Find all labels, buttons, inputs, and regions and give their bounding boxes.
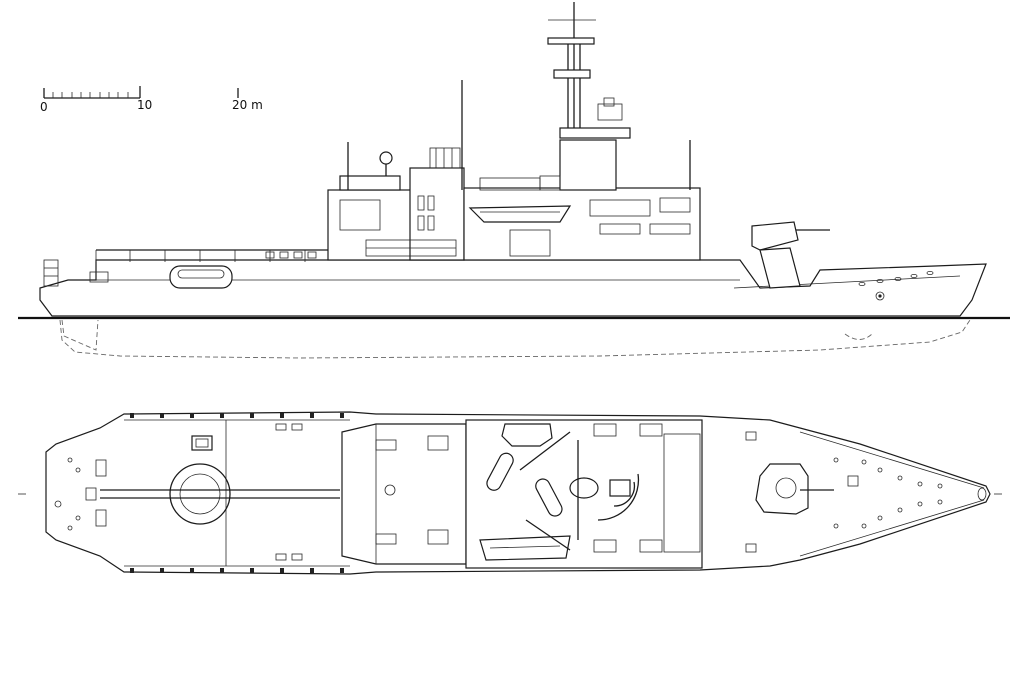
- portholes: [858, 270, 934, 301]
- stern-deck-fittings: [54, 457, 107, 531]
- scale-label-0: 0: [40, 100, 48, 114]
- superstructure: [327, 139, 701, 261]
- stern-boat-bay: [169, 265, 233, 289]
- hull-profile: [39, 259, 987, 317]
- stern-fittings: [43, 259, 109, 287]
- flight-deck-rail: [95, 249, 330, 262]
- main-mast: [547, 2, 631, 139]
- radar-dome: [379, 151, 393, 176]
- midships-equipment: [465, 419, 703, 569]
- scale-label-20m: 20 m: [232, 98, 263, 112]
- helicopter-deck: [85, 420, 340, 566]
- plan-view: [18, 411, 1002, 575]
- scale-bar: 0 10 20 m: [40, 86, 263, 114]
- forecastle-fittings: [799, 431, 987, 557]
- underwater-hull: [59, 319, 971, 359]
- main-gun-turret: [751, 221, 830, 289]
- deck-edge-stanchions: [124, 413, 350, 573]
- lifeboat: [468, 205, 572, 223]
- side-profile-view: [18, 2, 1010, 359]
- fore-gun-turret: [745, 431, 859, 553]
- scale-label-10: 10: [137, 98, 152, 112]
- radar-director: [569, 440, 640, 540]
